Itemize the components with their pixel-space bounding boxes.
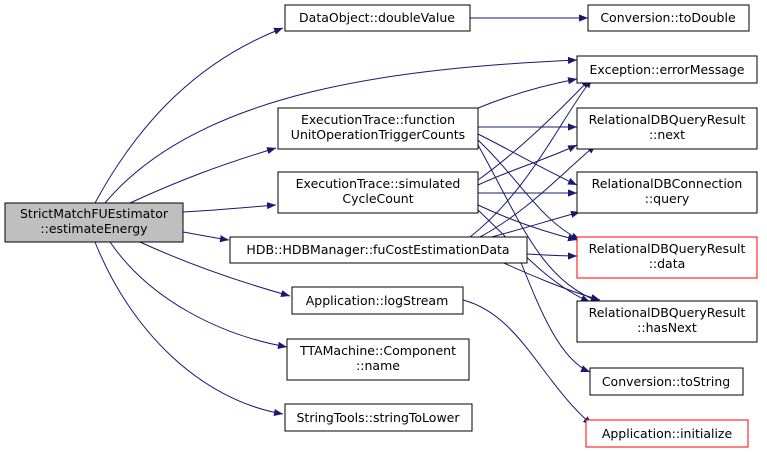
edge-root-simulated xyxy=(182,202,277,213)
node-has-next[interactable]: RelationalDBQueryResult ::hasNext xyxy=(576,300,758,343)
node-component-line1: TTAMachine::Component xyxy=(299,343,456,358)
node-string-to-lower[interactable]: StringTools::stringToLower xyxy=(284,403,473,432)
edge-simulated-hasnext xyxy=(477,209,591,303)
edge-fucost-errormessage xyxy=(469,78,593,238)
node-next-line1: RelationalDBQueryResult xyxy=(589,112,746,127)
node-simulated-line2: CycleCount xyxy=(342,191,413,206)
node-simulated-line1: ExecutionTrace::simulated xyxy=(296,176,461,191)
edge-simulated-data xyxy=(477,204,578,242)
node-next[interactable]: RelationalDBQueryResult ::next xyxy=(576,107,758,150)
node-component[interactable]: TTAMachine::Component ::name xyxy=(286,338,470,381)
node-fu-cost[interactable]: HDB::HDBManager::fuCostEstimationData xyxy=(229,236,528,264)
node-double-value[interactable]: DataObject::doubleValue xyxy=(284,4,471,32)
edge-functionunit-errormessage xyxy=(477,77,578,109)
node-function-unit[interactable]: ExecutionTrace::function UnitOperationTr… xyxy=(277,107,479,150)
node-string-to-lower-label: StringTools::stringToLower xyxy=(296,410,460,425)
edge-functionunit-query xyxy=(477,133,578,186)
edge-fucost-tostring xyxy=(519,259,591,373)
edge-simulated-next xyxy=(477,144,578,186)
node-next-line2: ::next xyxy=(649,127,685,142)
edge-functionunit-hasnext xyxy=(477,144,601,303)
node-simulated[interactable]: ExecutionTrace::simulated CycleCount xyxy=(277,171,479,214)
node-component-line2: ::name xyxy=(356,358,400,373)
node-to-double[interactable]: Conversion::toDouble xyxy=(587,4,750,32)
node-initialize[interactable]: Application::initialize xyxy=(585,419,749,448)
edge-fucost-hasnext xyxy=(494,258,601,301)
node-error-message[interactable]: Exception::errorMessage xyxy=(576,55,758,84)
edges xyxy=(94,14,601,426)
node-error-message-label: Exception::errorMessage xyxy=(590,62,745,77)
node-to-double-label: Conversion::toDouble xyxy=(600,10,736,25)
node-initialize-label: Application::initialize xyxy=(602,426,733,441)
edge-logstream-initialize xyxy=(462,299,593,426)
node-has-next-line2: ::hasNext xyxy=(637,320,697,335)
node-double-value-label: DataObject::doubleValue xyxy=(299,10,455,25)
edge-root-doublevalue xyxy=(94,27,284,204)
edge-fucost-data xyxy=(526,252,578,260)
node-function-unit-line2: UnitOperationTriggerCounts xyxy=(291,127,465,142)
node-query-line2: ::query xyxy=(645,191,690,206)
node-log-stream[interactable]: Application::logStream xyxy=(291,286,464,315)
edge-fucost-next xyxy=(479,144,597,238)
node-root[interactable]: StrictMatchFUEstimator ::estimateEnergy xyxy=(4,202,184,243)
node-to-string-label: Conversion::toString xyxy=(602,374,730,389)
edge-root-errormessage xyxy=(104,56,578,204)
edge-root-stringtolower xyxy=(94,241,284,417)
node-log-stream-label: Application::logStream xyxy=(306,293,449,308)
node-fu-cost-label: HDB::HDBManager::fuCostEstimationData xyxy=(246,242,509,257)
edge-functionunit-data xyxy=(477,139,581,241)
node-has-next-line1: RelationalDBQueryResult xyxy=(589,305,746,320)
edge-root-component xyxy=(109,241,288,349)
edge-root-logstream xyxy=(139,241,291,298)
edge-root-functionunit xyxy=(129,147,277,204)
node-data-line1: RelationalDBQueryResult xyxy=(589,241,746,256)
node-root-line2: ::estimateEnergy xyxy=(40,221,148,236)
node-to-string[interactable]: Conversion::toString xyxy=(589,367,744,396)
node-root-line1: StrictMatchFUEstimator xyxy=(20,206,169,221)
node-query-line1: RelationalDBConnection xyxy=(592,176,743,191)
node-query[interactable]: RelationalDBConnection ::query xyxy=(576,171,758,214)
node-data-line2: ::data xyxy=(649,256,686,271)
node-function-unit-line1: ExecutionTrace::function xyxy=(301,112,455,127)
edge-simulated-errormessage xyxy=(477,78,591,181)
edge-root-fucost xyxy=(182,231,230,243)
node-data[interactable]: RelationalDBQueryResult ::data xyxy=(576,236,758,279)
